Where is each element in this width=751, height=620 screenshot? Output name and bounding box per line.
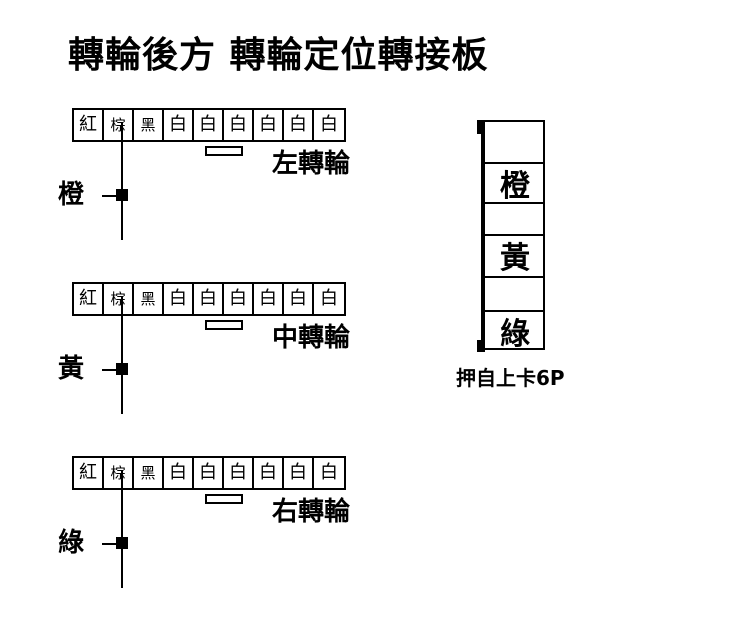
pin-cell: 白 [224, 284, 254, 314]
pin-cell: 棕 [104, 110, 134, 140]
key-mark [205, 146, 243, 156]
connector-6p: 橙 黃 綠 [477, 120, 551, 360]
pin-cell: 黑 [134, 110, 164, 140]
wheel-label: 右轉輪 [272, 497, 351, 527]
pin-cell: 白 [284, 458, 314, 488]
wire-color-label: 黃 [58, 354, 85, 384]
wire-color-label: 橙 [58, 180, 85, 210]
connector-latch-top [477, 120, 485, 134]
wheel-group-left: 紅 棕 黑 白 白 白 白 白 白 左轉輪 橙 [58, 108, 452, 268]
pin-cell: 白 [320, 114, 338, 135]
connector-slot: 綠 [485, 310, 545, 352]
pin-cell: 白 [194, 284, 224, 314]
wire-tap [102, 195, 116, 197]
wire-tap [102, 543, 116, 545]
wire-line [121, 470, 123, 588]
pin-cell: 白 [254, 458, 284, 488]
wire-line [121, 122, 123, 240]
wire-tap [102, 369, 116, 371]
wire-color-label: 綠 [58, 528, 85, 558]
wheel-group-middle: 紅 棕 黑 白 白 白 白 白 白 中轉輪 黃 [58, 282, 452, 442]
wheel-group-right: 紅 棕 黑 白 白 白 白 白 白 右轉輪 綠 [58, 456, 452, 616]
connector-divider [485, 202, 545, 204]
pin-cell: 白 [254, 284, 284, 314]
wire-junction [116, 363, 128, 375]
connector-slot [485, 124, 545, 164]
pin-cell: 紅 [74, 284, 104, 314]
pin-cell: 白 [320, 462, 338, 483]
pin-cell: 白 [164, 284, 194, 314]
connector-label: 押自上卡6P [456, 366, 565, 390]
pin-cell: 白 [224, 110, 254, 140]
wheel-label: 中轉輪 [272, 323, 351, 353]
wheel-label: 左轉輪 [272, 149, 351, 179]
pin-cell: 白 [194, 458, 224, 488]
pin-cell: 白 [164, 110, 194, 140]
pin-row: 紅 棕 黑 白 白 白 白 白 白 [72, 456, 346, 490]
pin-cell: 白 [284, 110, 314, 140]
wire-line [121, 296, 123, 414]
pin-cell: 白 [194, 110, 224, 140]
pin-cell: 白 [320, 288, 338, 309]
page-title: 轉輪後方 轉輪定位轉接板 [68, 35, 489, 76]
pin-cell: 黑 [134, 458, 164, 488]
pin-cell: 白 [224, 458, 254, 488]
key-mark [205, 320, 243, 330]
wire-junction [116, 537, 128, 549]
pin-cell: 白 [284, 284, 314, 314]
pin-cell: 棕 [104, 458, 134, 488]
pin-cell: 黑 [134, 284, 164, 314]
pin-cell: 棕 [104, 284, 134, 314]
connector-latch-bottom [477, 340, 485, 352]
pin-cell: 紅 [74, 110, 104, 140]
connector-slot: 橙 [485, 162, 545, 204]
pin-cell: 白 [164, 458, 194, 488]
pin-row: 紅 棕 黑 白 白 白 白 白 白 [72, 282, 346, 316]
connector-slot: 黃 [485, 234, 545, 276]
key-mark [205, 494, 243, 504]
pin-cell: 紅 [74, 458, 104, 488]
pin-row: 紅 棕 黑 白 白 白 白 白 白 [72, 108, 346, 142]
wire-junction [116, 189, 128, 201]
pin-cell: 白 [254, 110, 284, 140]
connector-slot [485, 276, 545, 316]
